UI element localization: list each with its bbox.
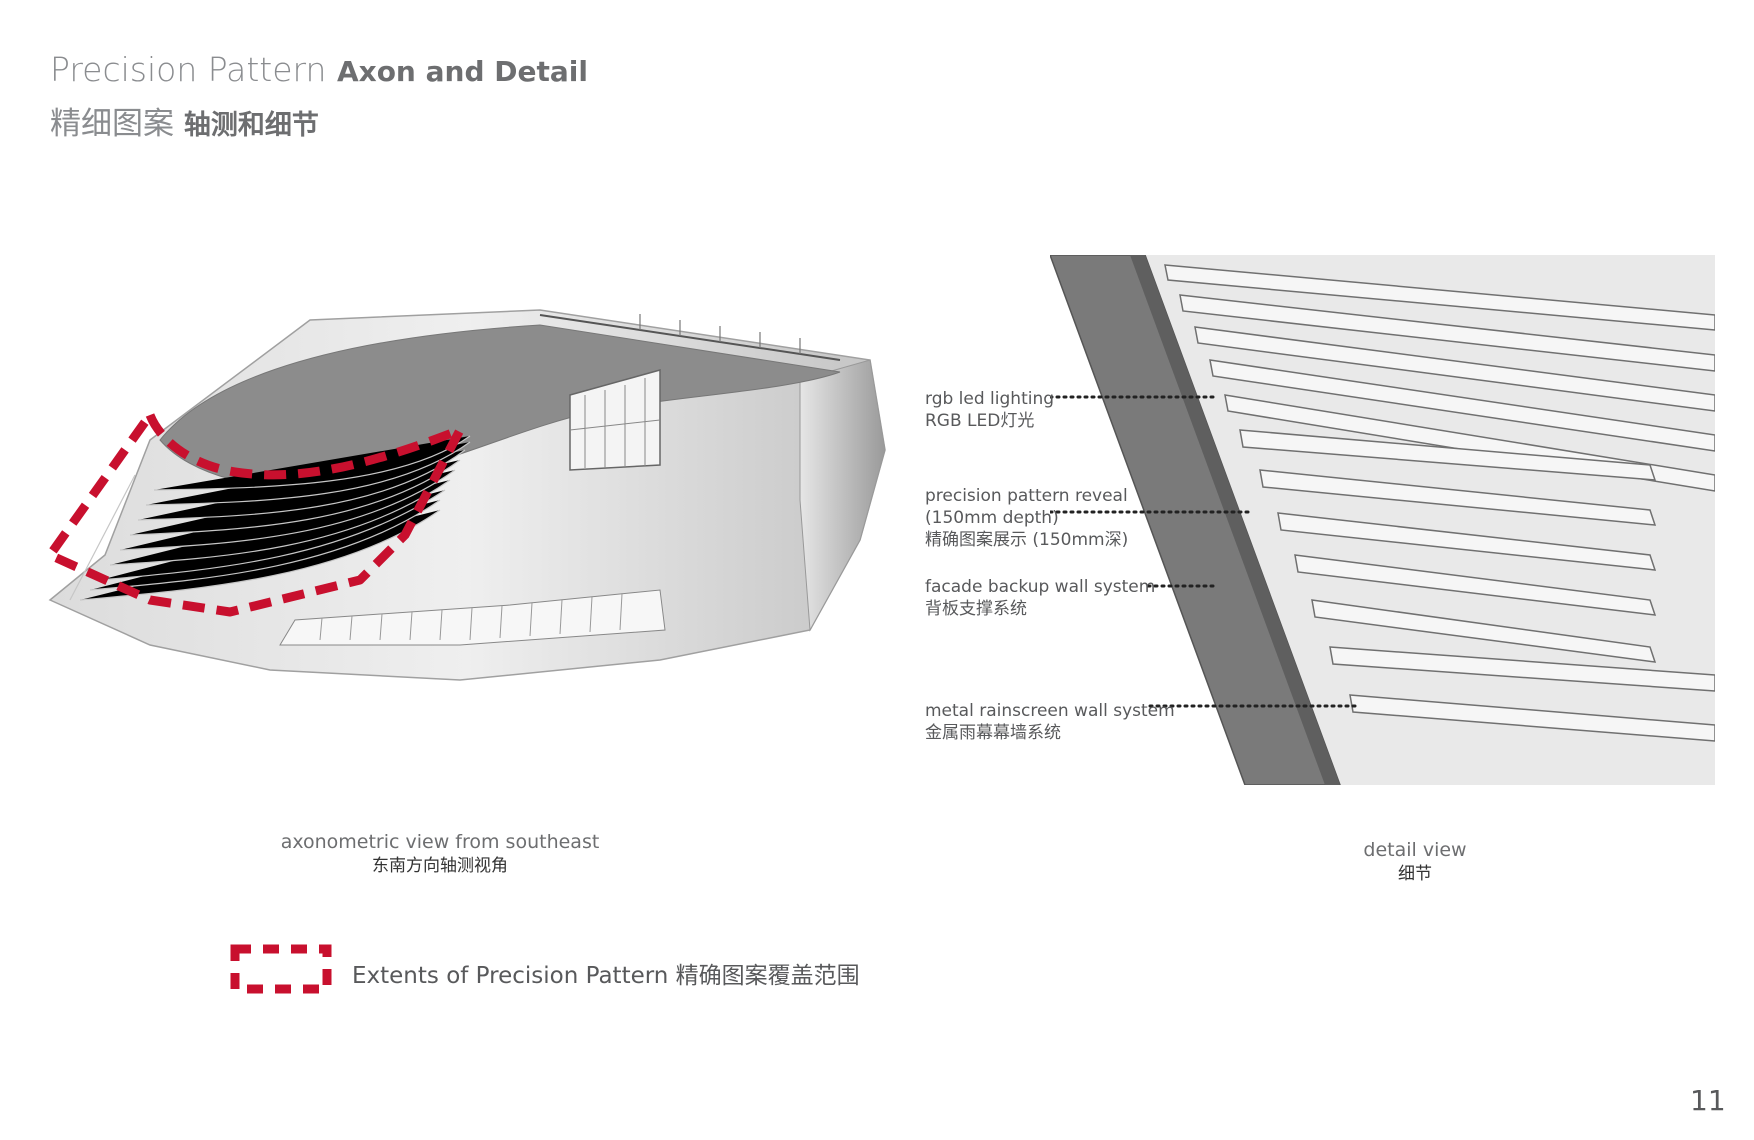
label-cn: RGB LED灯光 (925, 411, 1035, 431)
detail-caption-cn: 细节 (1398, 864, 1432, 884)
label-en: precision pattern reveal (925, 486, 1128, 506)
legend-text: Extents of Precision Pattern 精确图案覆盖范围 (352, 963, 860, 989)
label-en-depth: (150mm depth) (925, 508, 1059, 528)
axon-caption-cn: 东南方向轴测视角 (372, 856, 508, 876)
detail-caption: detail view 细节 (1290, 838, 1540, 886)
label-rgb-led-lighting: rgb led lighting RGB LED灯光 (925, 388, 1054, 432)
page-title-en: Precision Pattern Axon and Detail (50, 50, 588, 89)
title-cn-light: 精细图案 (50, 106, 174, 142)
label-precision-pattern-reveal: precision pattern reveal (150mm depth) 精… (925, 485, 1128, 551)
axon-caption: axonometric view from southeast 东南方向轴测视角 (230, 830, 650, 878)
page-title-cn: 精细图案 轴测和细节 (50, 98, 319, 143)
label-metal-rainscreen: metal rainscreen wall system 金属雨幕幕墙系统 (925, 700, 1175, 744)
label-cn: 背板支撑系统 (925, 599, 1027, 619)
title-cn-bold: 轴测和细节 (183, 110, 319, 141)
label-cn: 金属雨幕幕墙系统 (925, 723, 1061, 743)
title-en-light: Precision Pattern (50, 50, 327, 89)
detail-facade-illustration (1050, 255, 1715, 785)
label-facade-backup-wall: facade backup wall system 背板支撑系统 (925, 576, 1155, 620)
legend-dashed-box (230, 944, 332, 994)
label-en: rgb led lighting (925, 389, 1055, 409)
axonometric-building-illustration (45, 309, 886, 681)
label-en: facade backup wall system (925, 577, 1156, 597)
title-en-bold: Axon and Detail (336, 55, 588, 88)
detail-caption-en: detail view (1363, 839, 1467, 861)
label-en: metal rainscreen wall system (925, 701, 1175, 721)
axon-caption-en: axonometric view from southeast (280, 831, 600, 853)
label-cn: 精确图案展示 (150mm深) (925, 530, 1129, 550)
page-number: 11 (1690, 1084, 1726, 1117)
